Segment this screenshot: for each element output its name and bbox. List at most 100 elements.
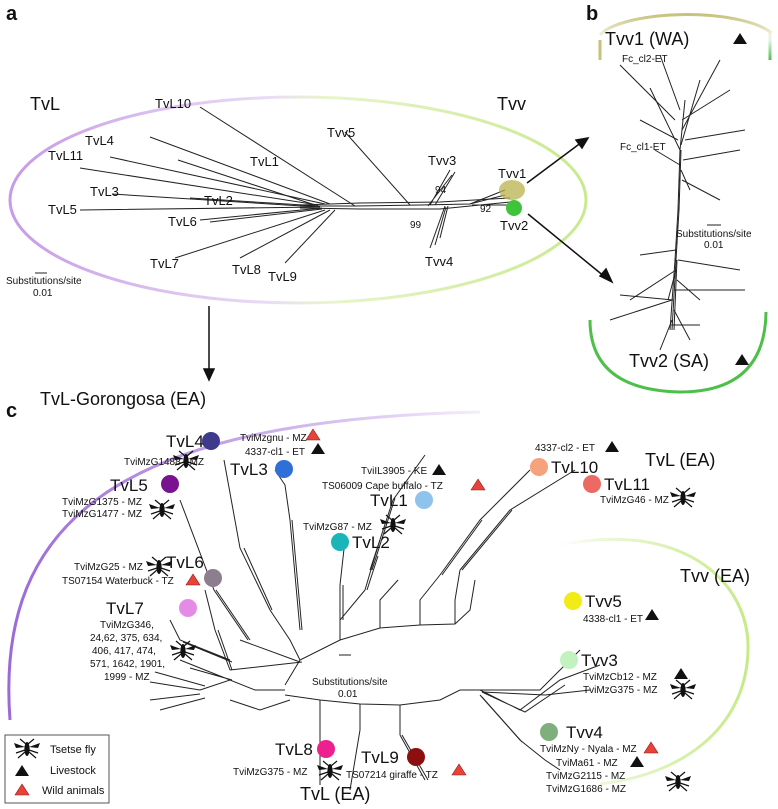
panel-c-letter: c bbox=[6, 400, 17, 422]
livestock-triangle-icon bbox=[630, 756, 644, 767]
isolate-text: TviMzG1488 - MZ bbox=[124, 457, 204, 468]
livestock-triangle-icon bbox=[645, 609, 659, 620]
isolate-text: TviMzNy - Nyala - MZ bbox=[540, 744, 637, 755]
isolate-text: TviMzCb12 - MZ bbox=[583, 672, 657, 683]
node-tvl6 bbox=[204, 569, 222, 587]
tvv1-wa-label: Tvv1 (WA) bbox=[605, 29, 689, 49]
label-tvl8: TvL8 bbox=[275, 740, 313, 759]
livestock-triangle-icon bbox=[735, 354, 749, 365]
livestock-triangle-icon bbox=[674, 668, 688, 679]
node-tvv3 bbox=[560, 651, 578, 669]
panel-a-tree bbox=[79, 106, 511, 264]
panel-a-letter: a bbox=[6, 3, 18, 25]
node-tvl3 bbox=[275, 460, 293, 478]
panel-c: c TvL-Gorongosa (EA) bbox=[4, 389, 750, 804]
legend: Tsetse fly Livestock Wild animals bbox=[4, 734, 110, 804]
livestock-triangle-icon bbox=[733, 33, 747, 44]
wild-animal-triangle-icon bbox=[185, 573, 201, 586]
label-tvv4: Tvv4 bbox=[566, 723, 603, 742]
tvv2-highlight bbox=[506, 200, 522, 216]
node-tvv4 bbox=[540, 723, 558, 741]
panel-a-scale-value: 0.01 bbox=[33, 288, 53, 299]
wild-animal-triangle-icon bbox=[470, 478, 486, 491]
isolate-text: TviMa61 - MZ bbox=[556, 758, 618, 769]
panel-a: a TvL Tvv TvL10 TvL4 TvL11 TvL3 TvL5 TvL… bbox=[6, 3, 588, 305]
leaf-tvv3: Tvv3 bbox=[428, 153, 456, 168]
panel-c-right-arc bbox=[559, 537, 750, 786]
panel-b-top-arc bbox=[598, 13, 772, 60]
node-tvl5 bbox=[161, 475, 179, 493]
livestock-triangle-icon bbox=[432, 464, 446, 475]
wild-animal-markers bbox=[185, 428, 659, 776]
isolate-text: TviMzG87 - MZ bbox=[303, 522, 372, 533]
leaf-tvl5: TvL5 bbox=[48, 202, 77, 217]
panel-b-bottom-arc bbox=[588, 311, 768, 394]
isolate-text: TviIL3905 - KE bbox=[361, 466, 427, 477]
label-tvl2: TvL2 bbox=[352, 533, 390, 552]
node-tvl9 bbox=[407, 748, 425, 766]
livestock-triangle-icon bbox=[605, 441, 619, 452]
leaf-tvl8: TvL8 bbox=[232, 262, 261, 277]
isolate-text: TS06009 Cape buffalo - TZ bbox=[322, 481, 443, 492]
wild-animal-triangle-icon bbox=[305, 428, 321, 441]
leaf-tvl4: TvL4 bbox=[85, 133, 114, 148]
panel-c-left-arc bbox=[7, 410, 481, 721]
isolate-text: TviMzG1375 - MZ bbox=[62, 497, 142, 508]
isolate-text: 24,62, 375, 634, bbox=[90, 633, 162, 644]
label-tvv3: Tvv3 bbox=[581, 651, 618, 670]
tvv1-highlight bbox=[499, 180, 525, 200]
tsetse-fly-icon bbox=[669, 679, 697, 700]
label-tvl9: TvL9 bbox=[361, 748, 399, 767]
label-tvl3: TvL3 bbox=[230, 460, 268, 479]
label-tvl6: TvL6 bbox=[166, 553, 204, 572]
bootstrap-94: 94 bbox=[435, 185, 447, 196]
tvv2-sa-label: Tvv2 (SA) bbox=[629, 351, 709, 371]
tvl-gorongosa-title: TvL-Gorongosa (EA) bbox=[40, 389, 206, 409]
leaf-tvv5: Tvv5 bbox=[327, 125, 355, 140]
isolate-text: TS07214 giraffe - TZ bbox=[346, 770, 438, 781]
tvl-group-label: TvL bbox=[30, 94, 60, 114]
label-tvl10: TvL10 bbox=[551, 458, 598, 477]
panel-c-scale-value: 0.01 bbox=[338, 689, 358, 700]
leaf-tvv2: Tvv2 bbox=[500, 218, 528, 233]
leaf-tvl2: TvL2 bbox=[204, 193, 233, 208]
panel-c-node-labels: TvL4 TvL5 TvL3 TvL1 TvL2 TvL6 TvL7 TvL10… bbox=[106, 432, 750, 804]
label-tvv5: Tvv5 bbox=[585, 592, 622, 611]
tsetse-fly-icon bbox=[316, 760, 344, 781]
leaf-tvl9: TvL9 bbox=[268, 269, 297, 284]
wild-animal-triangle-icon bbox=[643, 741, 659, 754]
panel-a-scale-label: Substitutions/site bbox=[6, 276, 82, 287]
panel-arrows bbox=[202, 136, 614, 382]
livestock-markers bbox=[311, 441, 688, 767]
leaf-tvl1: TvL1 bbox=[250, 154, 279, 169]
isolate-text: TviMzG375 - MZ bbox=[233, 767, 307, 778]
legend-label-tsetse: Tsetse fly bbox=[50, 744, 96, 756]
panel-b-scale-label: Substitutions/site bbox=[676, 229, 752, 240]
livestock-triangle-icon bbox=[15, 765, 29, 776]
leaf-tvl3: TvL3 bbox=[90, 184, 119, 199]
tsetse-fly-icon bbox=[148, 499, 176, 520]
isolate-text: 571, 1642, 1901, bbox=[90, 659, 165, 670]
leaf-tvv4: Tvv4 bbox=[425, 254, 453, 269]
isolate-fc-cl1: Fc_cl1-ET bbox=[620, 142, 666, 153]
isolate-text: 406, 417, 474, bbox=[92, 646, 156, 657]
leaf-tvl11: TvL11 bbox=[48, 148, 83, 163]
node-tvl10 bbox=[530, 458, 548, 476]
isolate-text: TS07154 Waterbuck - TZ bbox=[62, 576, 174, 587]
isolate-text: TviMzG346, bbox=[100, 620, 154, 631]
tsetse-fly-icon bbox=[664, 771, 692, 792]
panel-b-letter: b bbox=[586, 3, 598, 25]
label-tvl7: TvL7 bbox=[106, 599, 144, 618]
label-tvl5: TvL5 bbox=[110, 476, 148, 495]
tvv-ea-group-label: Tvv (EA) bbox=[680, 566, 750, 586]
node-tvl2 bbox=[331, 533, 349, 551]
tvl-ea-bottom-title: TvL (EA) bbox=[300, 784, 370, 804]
label-tvl4: TvL4 bbox=[166, 432, 204, 451]
tsetse-fly-icon bbox=[169, 640, 197, 661]
tsetse-fly-icon bbox=[669, 487, 697, 508]
tvv-group-label: Tvv bbox=[497, 94, 526, 114]
isolate-text: TviMzG46 - MZ bbox=[600, 495, 669, 506]
panel-c-scale-label: Substitutions/site bbox=[312, 677, 388, 688]
livestock-triangle-icon bbox=[311, 443, 325, 454]
